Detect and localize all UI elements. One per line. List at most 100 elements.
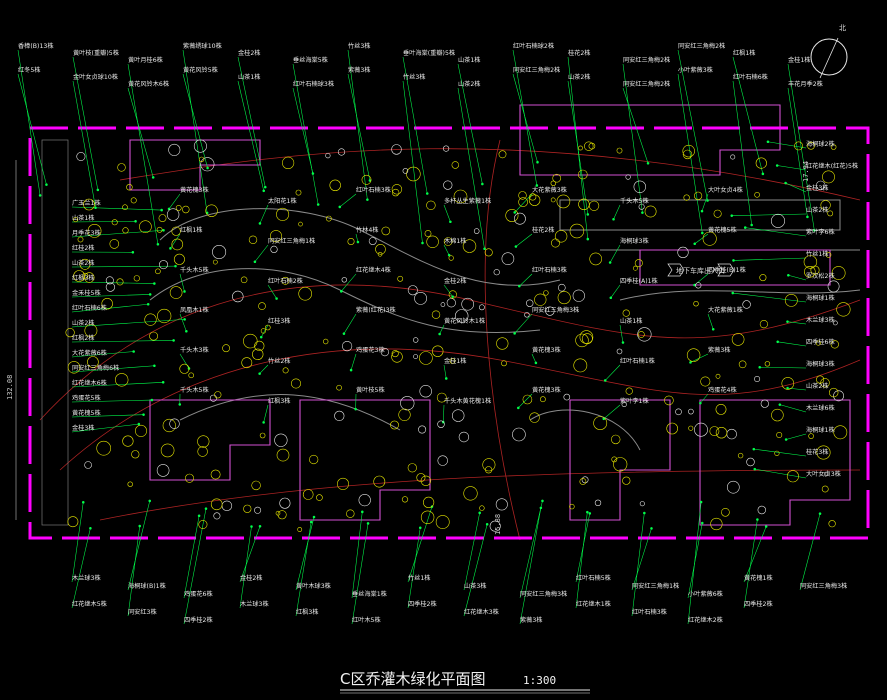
tree-symbol [212, 245, 227, 260]
tree-symbol [830, 340, 839, 349]
leader-line [605, 364, 621, 381]
leader-line [179, 273, 185, 292]
tree-symbol [754, 375, 761, 382]
leader-dot [766, 140, 770, 143]
tree-symbol [252, 348, 264, 360]
leader-dot [438, 332, 441, 336]
plant-label: 金桂2株 [240, 574, 263, 582]
tree-symbol [435, 515, 450, 529]
tree-symbol [702, 231, 717, 246]
tree-symbol [139, 220, 152, 233]
tree-symbol [578, 198, 590, 211]
tree-symbol [87, 223, 102, 238]
tree-symbol [677, 246, 689, 258]
tree-symbol [260, 328, 267, 334]
leader-dot [89, 526, 92, 530]
tree-symbol [637, 327, 652, 342]
tree-symbol [540, 396, 546, 403]
leader-line [567, 80, 589, 215]
leader-lines [17, 49, 822, 625]
plant-label: 大花紫薇3株 [532, 186, 568, 194]
leader-dot [167, 207, 171, 211]
tree-symbol [453, 189, 468, 204]
leader-dot [732, 259, 735, 262]
tree-symbol [168, 143, 181, 156]
leader-line [182, 73, 208, 169]
leader-dot [96, 188, 100, 192]
plant-label: 红枫1株 [180, 226, 203, 234]
tree-symbol [581, 476, 589, 484]
tree-symbol [437, 420, 445, 428]
plant-label: 垂丝海棠5株 [293, 56, 329, 64]
leader-dot [366, 198, 369, 201]
leader-line [127, 500, 151, 591]
tree-symbol [478, 304, 485, 311]
leader-dot [608, 261, 612, 264]
leader-line [341, 273, 357, 292]
plant-label: 红桂3株 [268, 317, 291, 325]
tree-symbol [105, 282, 115, 292]
plant-label: 竹丝2株 [268, 357, 291, 365]
leader-dot [250, 525, 253, 528]
leader-line [777, 341, 807, 347]
plant-label: 红叶石楠6株 [733, 73, 769, 81]
tree-symbol [214, 391, 222, 399]
tree-symbol [633, 265, 638, 271]
leader-line [457, 63, 483, 185]
tree-symbol [175, 204, 182, 211]
drawing-title: C区乔灌木绿化平面图 [340, 670, 485, 688]
leader-line [17, 73, 47, 185]
tree-symbol [198, 156, 205, 163]
leader-dot [183, 318, 186, 321]
tree-symbol [489, 520, 501, 532]
tree-symbol [73, 217, 79, 223]
leader-dot [514, 245, 518, 248]
leader-line [347, 73, 371, 181]
north-label: 北 [839, 24, 846, 32]
tree-symbol [759, 320, 769, 329]
tree-symbol [512, 427, 526, 442]
plant-label: 红花继木3株 [464, 608, 500, 616]
tree-symbol [391, 144, 402, 155]
leader-dot [259, 335, 263, 339]
tree-symbol [390, 420, 399, 430]
leader-dot [534, 361, 538, 365]
tree-symbol [298, 221, 303, 227]
plant-label: 竹丝1株 [408, 574, 431, 582]
plant-label: 金禾桂5株 [72, 289, 101, 297]
plant-label: 紫薇3株 [348, 66, 371, 74]
tree-symbol [413, 337, 419, 343]
plant-label: 山茶2株 [806, 206, 829, 214]
plant-label: 红叶石楠3株 [632, 608, 668, 616]
leader-line [732, 292, 807, 303]
leader-line [179, 313, 187, 332]
leader-line [743, 526, 767, 583]
drawing-title-block: C区乔灌木绿化平面图 1:300 [340, 670, 590, 694]
tree-symbol [149, 331, 158, 341]
leader-dot [806, 215, 809, 219]
tree-symbol [381, 226, 391, 236]
leader-dot [784, 181, 787, 185]
drawing-scale: 1:300 [523, 674, 556, 687]
leader-dot [132, 350, 135, 353]
leader-dot [641, 211, 644, 214]
plant-label: 千头木5株 [180, 266, 209, 274]
plant-label: 紫薇3株 [520, 616, 543, 624]
tree-symbol [157, 308, 172, 324]
tree-symbol [122, 227, 129, 234]
plant-label: 山茶2株 [458, 80, 481, 88]
leader-line [707, 313, 714, 330]
leader-dot [312, 515, 316, 519]
leader-dot [699, 500, 703, 504]
plant-label: 紫叶李6株 [806, 228, 835, 236]
tree-symbol [402, 168, 409, 174]
plant-label: 山茶2株 [72, 259, 95, 267]
tree-symbol [682, 149, 693, 160]
tree-symbol [686, 348, 701, 362]
tree-symbol [380, 348, 390, 357]
tree-symbol [616, 348, 623, 355]
tree-symbol [803, 265, 816, 278]
plant-label: 红叶石楠1株 [620, 357, 656, 365]
tree-symbol [514, 212, 526, 225]
tree-symbol [82, 272, 89, 279]
